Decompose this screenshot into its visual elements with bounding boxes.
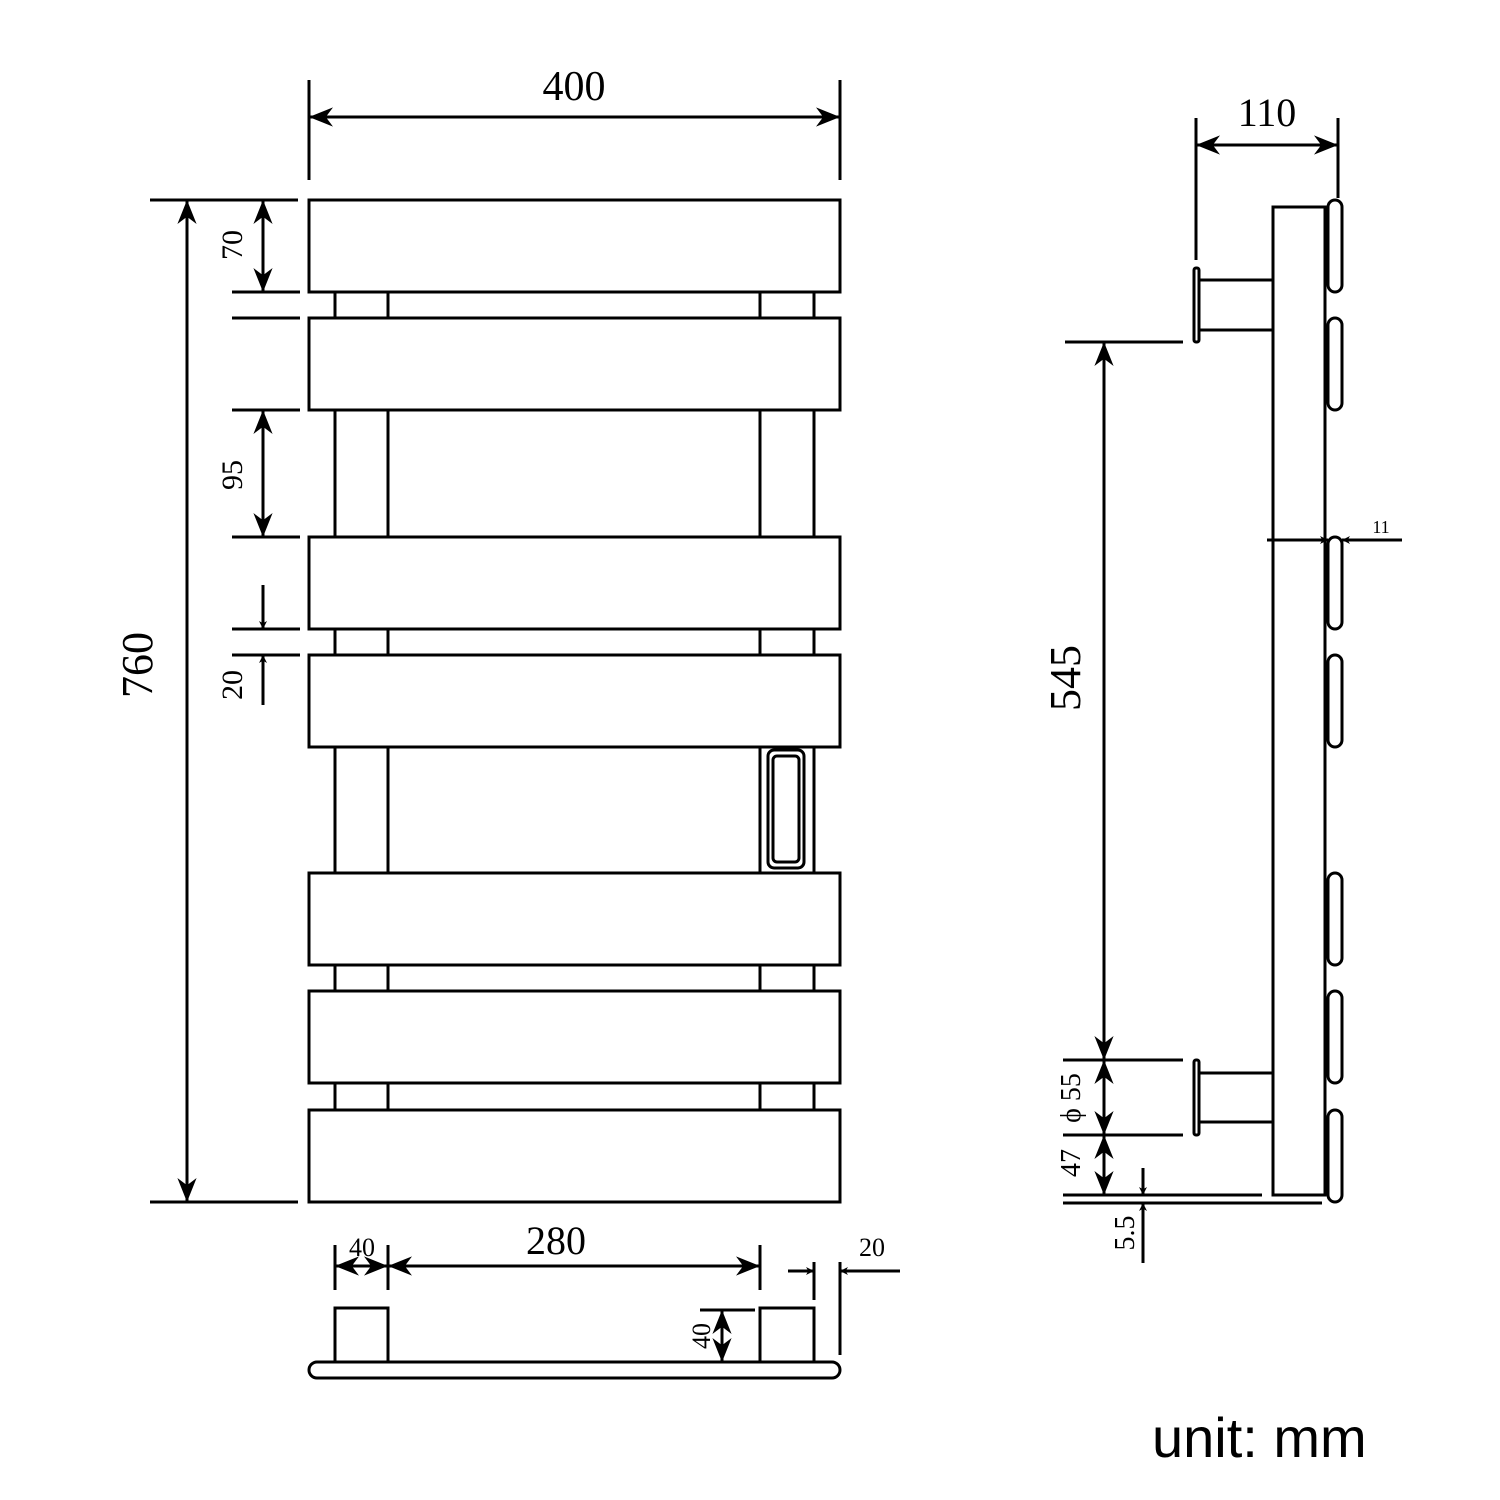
front-view: 400 760 70 95 20 (113, 64, 842, 1204)
thermostat (766, 748, 806, 870)
bracket-spacing-label: 545 (1041, 645, 1090, 711)
pipe-width-label: 40 (349, 1233, 375, 1262)
bracket-diameter-label: ϕ 55 (1056, 1073, 1087, 1123)
dimension-lines (177, 107, 840, 1202)
pipe-spacing-label: 280 (526, 1218, 586, 1263)
width-label: 400 (543, 64, 606, 110)
side-view: 110 11 545 ϕ 55 47 5.5 (1041, 90, 1402, 1263)
height-label: 760 (113, 632, 162, 698)
top-gap-label: 70 (216, 230, 249, 260)
bar-gap-label: 95 (216, 460, 249, 490)
fin-thickness-label: 11 (1372, 517, 1389, 537)
bar-thickness-label: 20 (859, 1233, 885, 1262)
bars (307, 198, 842, 1204)
unit-label: unit: mm (1152, 1406, 1367, 1469)
small-gap-label: 20 (216, 670, 249, 700)
pipe-depth-label: 40 (687, 1323, 716, 1349)
bottom-view: 40 280 20 40 (307, 1218, 900, 1380)
bottom-gap-label: 5.5 (1110, 1216, 1141, 1251)
bottom-offset-label: 47 (1056, 1149, 1087, 1177)
depth-label: 110 (1238, 90, 1297, 135)
